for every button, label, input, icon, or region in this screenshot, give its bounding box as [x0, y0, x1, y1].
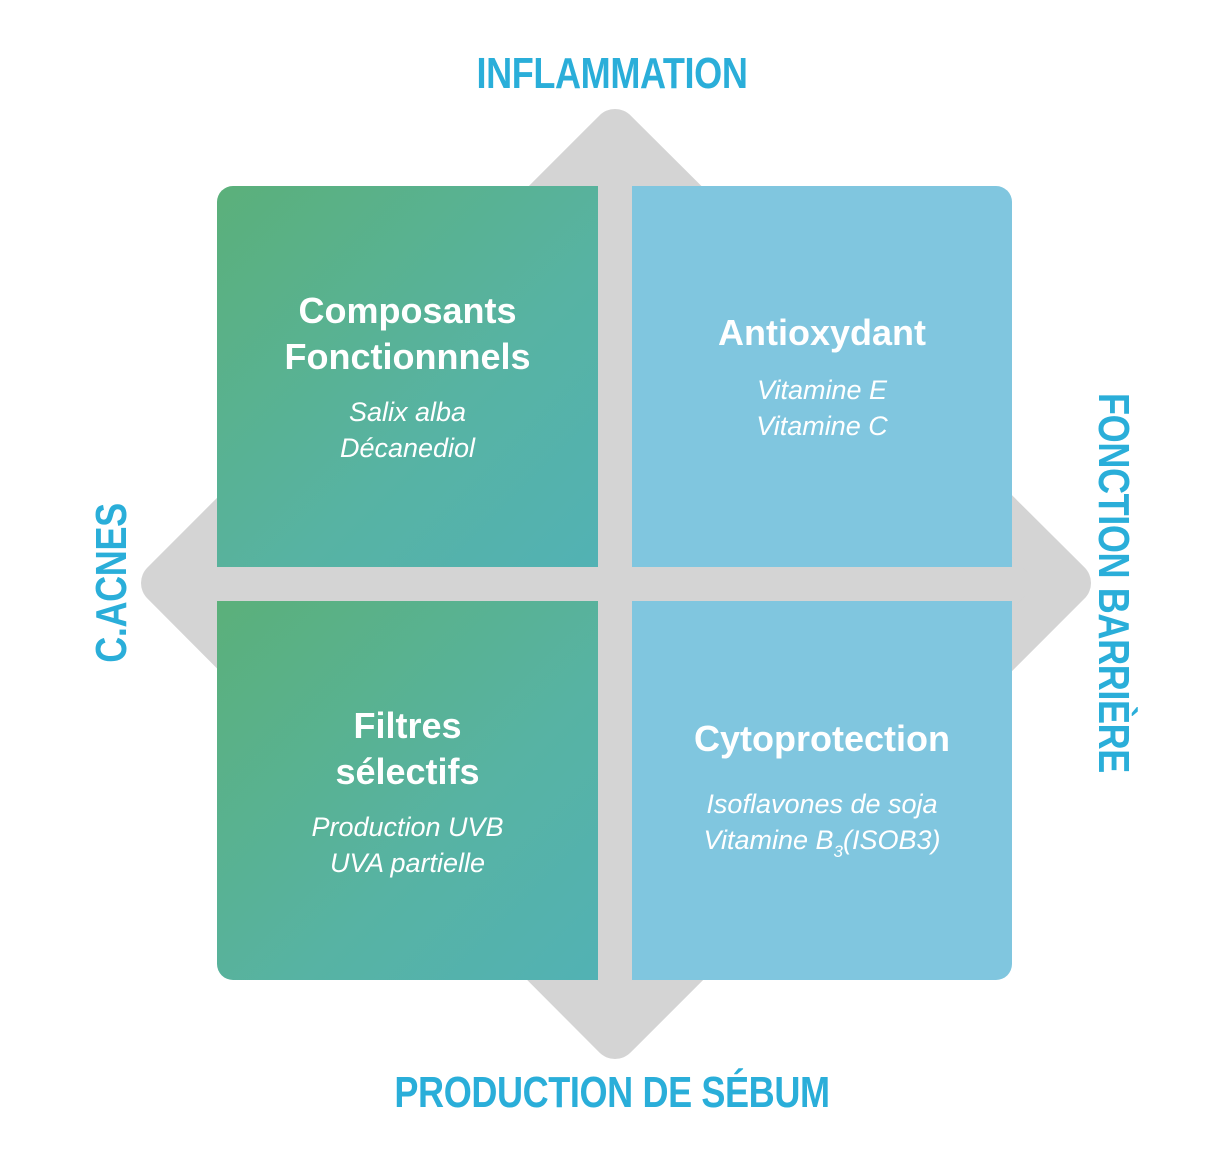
quadrant-title: Composants Fonctionnnels	[217, 288, 598, 380]
quadrant-title: Cytoprotection	[632, 716, 1012, 762]
quadrant-item: Production UVB	[311, 812, 504, 842]
quadrant-title: Filtres sélectifs	[217, 703, 598, 795]
quadrant-item: Salix alba	[348, 397, 467, 427]
quadrant-bottom-right: Cytoprotection Isoflavones de soja Vitam…	[632, 601, 1012, 980]
quadrant-items: Isoflavones de soja Vitamine B3(ISOB3)	[632, 786, 1012, 861]
quadrant-item: Décanediol	[339, 433, 476, 463]
quadrant-bottom-left: Filtres sélectifs Production UVB UVA par…	[217, 601, 598, 980]
quadrant-item: Isoflavones de soja	[706, 789, 938, 819]
quadrant-item: Vitamine B3(ISOB3)	[632, 822, 1012, 861]
item-text: (ISOB3)	[843, 825, 941, 855]
axis-label-bottom: PRODUCTION DE SÉBUM	[394, 1068, 830, 1117]
quadrant-item: UVA partielle	[329, 848, 486, 878]
quadrant-item: Vitamine E	[756, 375, 888, 405]
item-text: Vitamine B	[703, 825, 834, 855]
quadrant-top-right: Antioxydant Vitamine E Vitamine C	[632, 186, 1012, 567]
quadrant-title-line: sélectifs	[335, 751, 480, 792]
quadrant-title-line: Filtres	[353, 705, 462, 746]
quadrant-title-line: Antioxydant	[717, 312, 926, 353]
axis-label-top: INFLAMMATION	[476, 49, 748, 98]
quadrant-items: Vitamine E Vitamine C	[632, 372, 1012, 444]
axis-label-left-text: C.ACNES	[87, 503, 136, 663]
quadrant-item: Vitamine C	[756, 411, 888, 441]
quadrant-title-line: Cytoprotection	[694, 718, 950, 759]
quadrant-items: Salix alba Décanediol	[217, 394, 598, 466]
quadrant-title-line: Composants	[298, 290, 517, 331]
quadrant-items: Production UVB UVA partielle	[217, 809, 598, 881]
quadrant-title-line: Fonctionnnels	[284, 336, 531, 377]
subscript: 3	[833, 842, 843, 861]
quadrant-top-left: Composants Fonctionnnels Salix alba Déca…	[217, 186, 598, 567]
quadrant-title: Antioxydant	[632, 310, 1012, 356]
axis-label-right-text: FONCTION BARRIÈRE	[1089, 393, 1138, 773]
